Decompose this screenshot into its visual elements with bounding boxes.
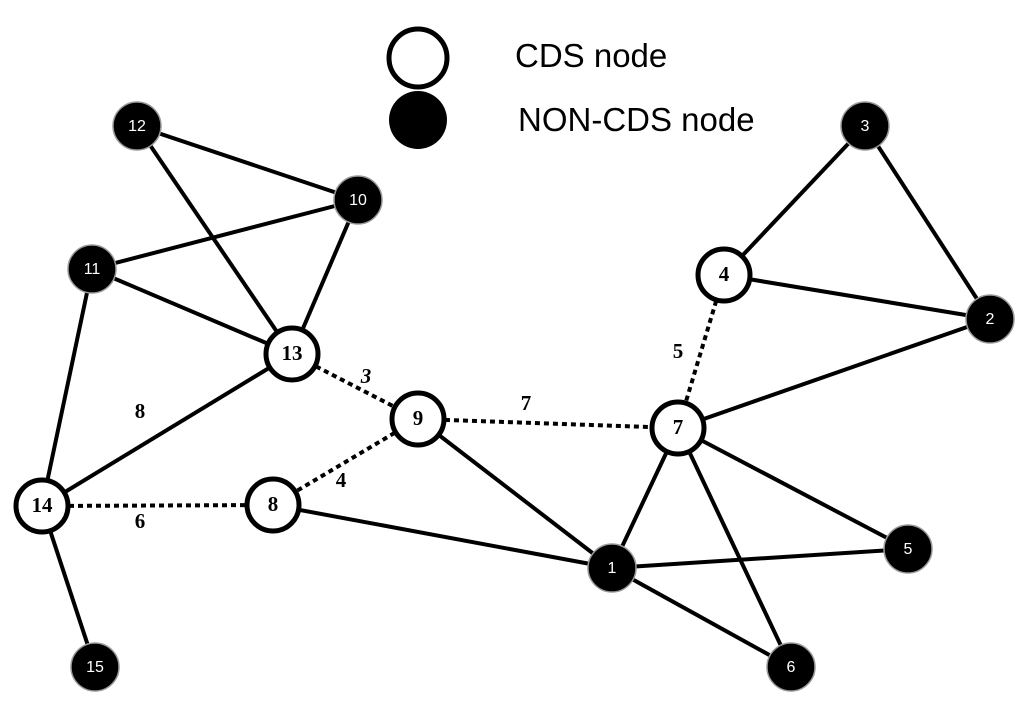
node-label-9: 9 [413, 406, 424, 430]
edge-weight-13-9: 3 [360, 364, 372, 388]
non-cds-node-11: 11 [67, 244, 117, 294]
non-cds-node-10: 10 [333, 175, 383, 225]
edge-11-14 [40, 268, 94, 507]
edge-7-6 [676, 427, 793, 668]
cds-node-8: 8 [244, 476, 302, 534]
cds-node-4: 4 [695, 246, 753, 304]
node-circle-15 [70, 642, 120, 692]
edge-3-2 [863, 124, 992, 321]
edge-12-10 [136, 124, 359, 202]
edge-weight-13-14: 8 [135, 399, 146, 423]
non-cds-node-6: 6 [766, 642, 816, 692]
node-label-5: 5 [904, 541, 913, 558]
node-circle-3 [840, 101, 890, 151]
edge-8-1 [272, 503, 613, 570]
non-cds-node-5: 5 [883, 524, 933, 574]
edge-weight-4-7: 5 [673, 339, 684, 363]
node-label-14: 14 [32, 493, 54, 517]
edge-weight-9-7: 7 [521, 391, 532, 415]
node-circle-5 [883, 524, 933, 574]
edge-12-13 [135, 124, 294, 356]
edge-3-4 [722, 124, 867, 277]
edge-9-1 [416, 417, 614, 570]
edges-layer [40, 124, 992, 669]
cds-node-9: 9 [389, 390, 447, 448]
node-circle-2 [965, 294, 1015, 344]
legend-cds-label: CDS node [515, 37, 667, 74]
node-circle-7 [649, 399, 707, 457]
edge-weight-9-8: 4 [336, 468, 347, 492]
edge-weights-layer: 8 3 4 6 7 5 [135, 339, 684, 533]
non-cds-node-1: 1 [587, 543, 637, 593]
node-label-6: 6 [787, 659, 796, 676]
legend: CDS node NON-CDS node [386, 26, 755, 149]
cds-node-13: 13 [263, 325, 321, 383]
edge-11-13 [91, 267, 293, 356]
node-label-13: 13 [282, 341, 303, 365]
edge-7-2 [677, 317, 991, 430]
edge-4-2 [723, 273, 991, 321]
node-label-12: 12 [128, 118, 146, 135]
non-cds-node-2: 2 [965, 294, 1015, 344]
non-cds-node-12: 12 [112, 101, 162, 151]
edge-7-5 [677, 426, 909, 551]
node-label-2: 2 [986, 311, 995, 328]
cds-node-14: 14 [13, 477, 71, 535]
node-label-10: 10 [349, 192, 367, 209]
node-circle-6 [766, 642, 816, 692]
edge-9-7 [417, 417, 679, 430]
edge-14-8 [41, 503, 274, 508]
node-circle-14 [13, 477, 71, 535]
node-circle-13 [263, 325, 321, 383]
node-circle-10 [333, 175, 383, 225]
node-circle-8 [244, 476, 302, 534]
node-label-7: 7 [673, 415, 684, 439]
node-label-4: 4 [719, 262, 730, 286]
cds-node-7: 7 [649, 399, 707, 457]
node-label-11: 11 [84, 261, 101, 278]
node-circle-9 [389, 390, 447, 448]
edge-1-6 [611, 566, 792, 669]
edge-13-14 [40, 352, 294, 508]
node-circle-1 [587, 543, 637, 593]
edge-weight-14-8: 6 [135, 509, 146, 533]
node-circle-12 [112, 101, 162, 151]
non-cds-node-3: 3 [840, 101, 890, 151]
node-circle-11 [67, 244, 117, 294]
node-label-1: 1 [608, 560, 617, 577]
node-label-3: 3 [861, 118, 870, 135]
edge-1-5 [611, 547, 909, 570]
legend-non-cds-symbol [389, 91, 447, 149]
legend-non-cds-label: NON-CDS node [518, 101, 755, 138]
edge-11-10 [91, 198, 359, 271]
node-label-8: 8 [268, 492, 279, 516]
node-circle-4 [695, 246, 753, 304]
non-cds-node-15: 15 [70, 642, 120, 692]
legend-cds-symbol [386, 26, 450, 90]
node-label-15: 15 [86, 659, 104, 676]
